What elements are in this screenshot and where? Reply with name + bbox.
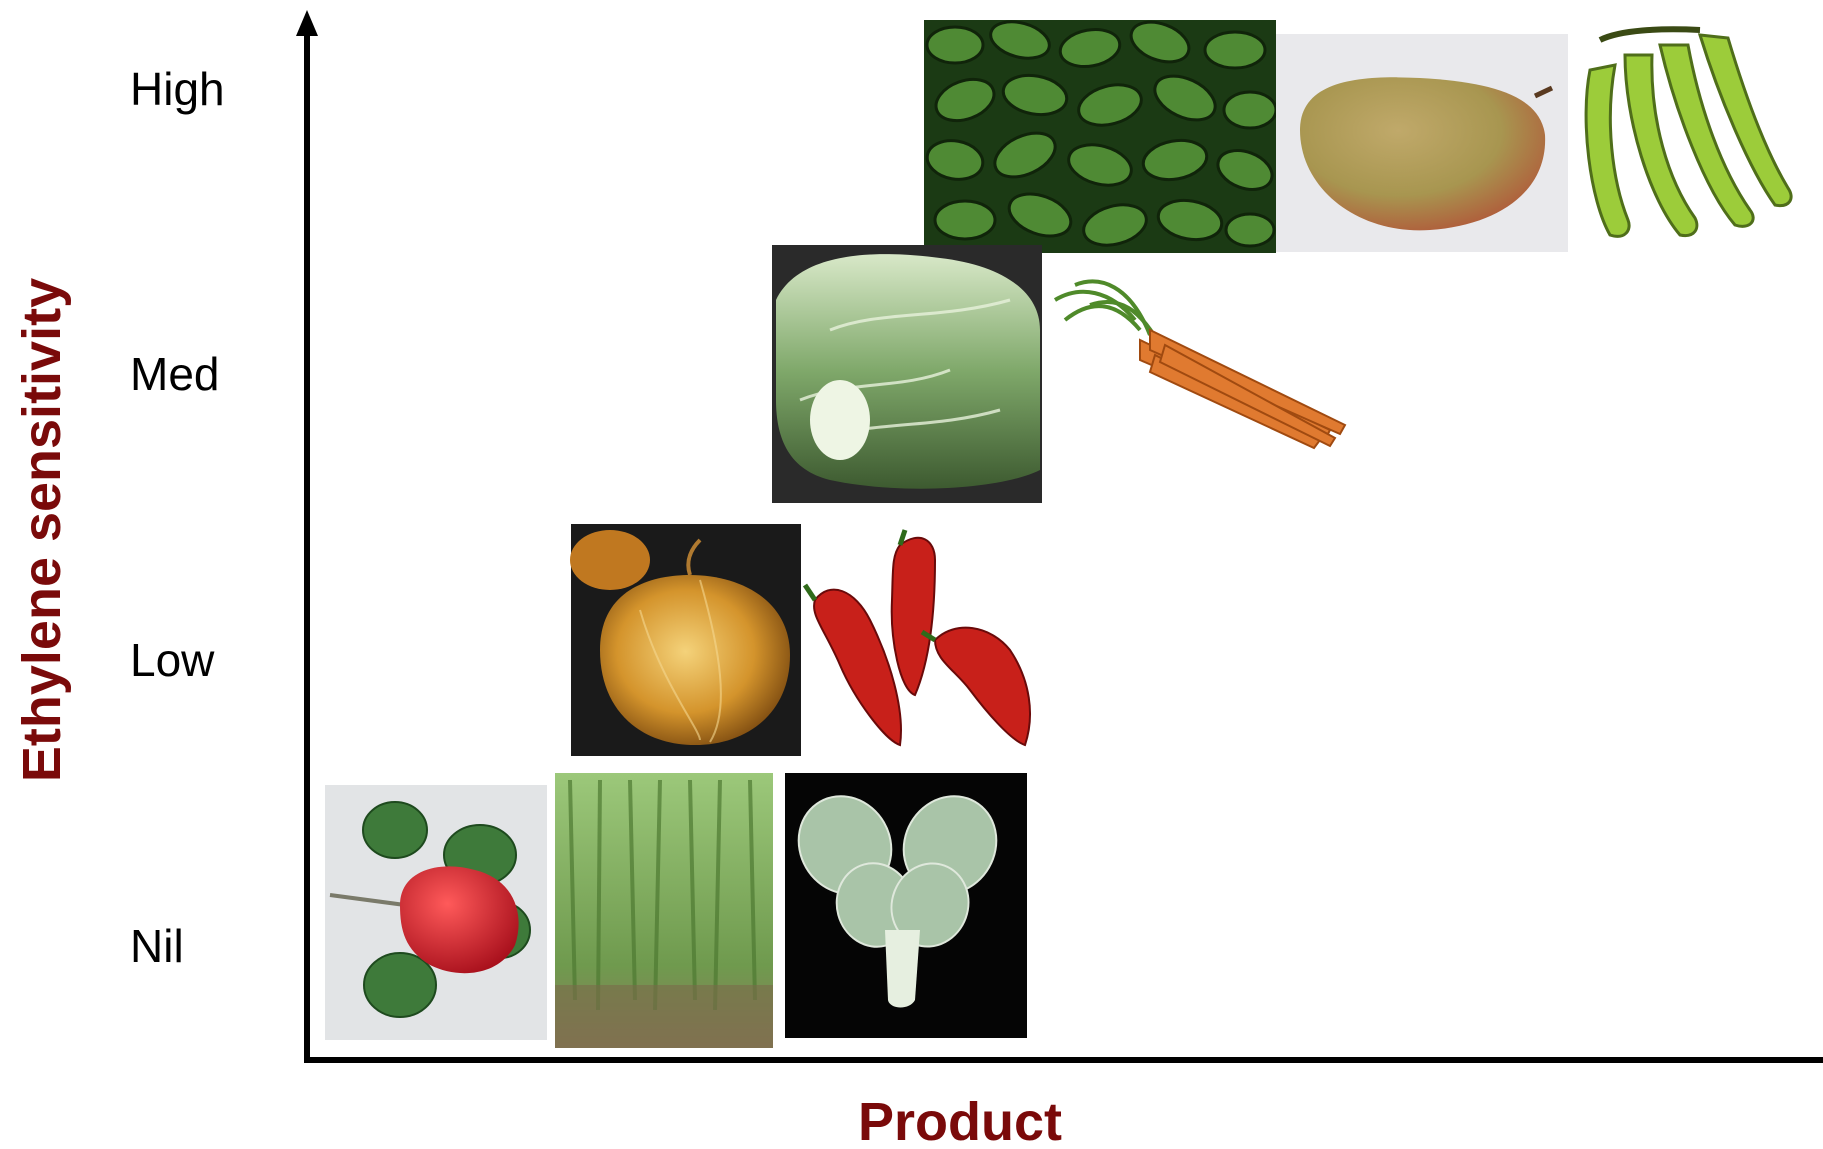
chili-pepper-photo xyxy=(801,525,1046,760)
banana-photo xyxy=(1586,29,1791,236)
level-label-nil: Nil xyxy=(130,920,184,972)
level-label-med: Med xyxy=(130,348,219,400)
y-axis-title: Ethylene sensitivity xyxy=(12,278,72,782)
x-axis-title: Product xyxy=(858,1092,1062,1149)
carrot-photo xyxy=(1042,260,1352,490)
green-beans-photo xyxy=(555,773,773,1048)
mango-photo xyxy=(1276,34,1568,252)
level-label-low: Low xyxy=(130,634,215,686)
lettuce-photo xyxy=(772,245,1042,503)
onion-photo xyxy=(570,524,801,756)
avocado-photo xyxy=(924,15,1277,253)
level-label-high: High xyxy=(130,63,225,115)
bok-choy-photo xyxy=(781,773,1027,1038)
strawberry-photo xyxy=(325,785,547,1040)
y-axis-arrowhead xyxy=(296,10,318,36)
